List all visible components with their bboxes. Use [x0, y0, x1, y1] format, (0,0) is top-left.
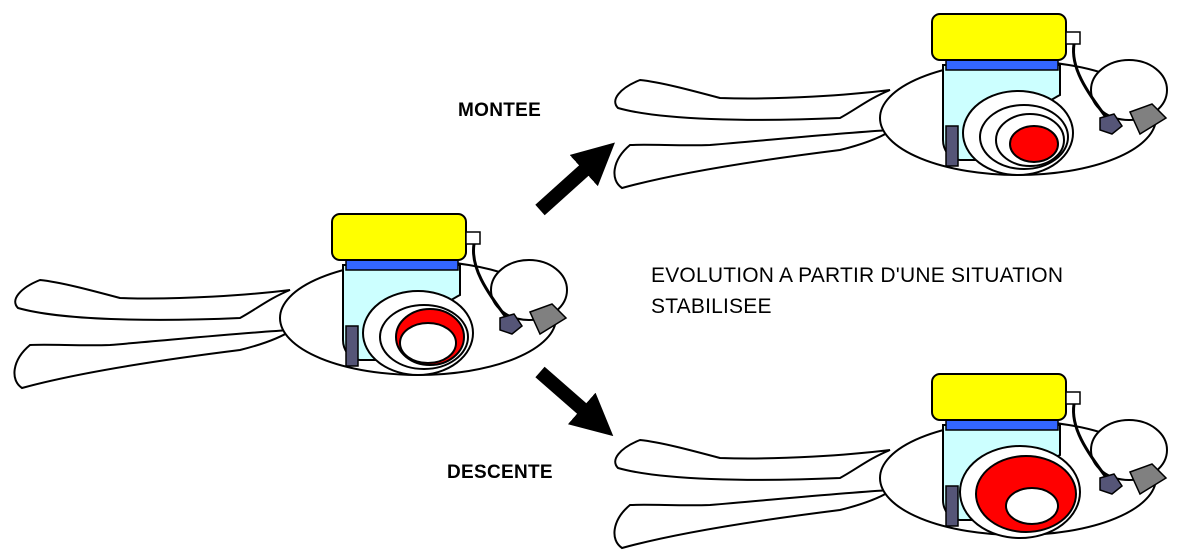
air-tank [332, 214, 466, 260]
weight-belt [346, 326, 358, 366]
caption-line-1: EVOLUTION A PARTIR D'UNE SITUATION [651, 261, 1063, 291]
lungs [963, 91, 1073, 175]
tank-valve [1066, 392, 1080, 404]
weight-belt [946, 486, 958, 526]
lungs [363, 291, 473, 375]
fins [614, 440, 892, 548]
lungs [960, 446, 1080, 538]
tank-valve [1066, 32, 1080, 44]
ascent-arrow [540, 165, 590, 210]
air-tank [932, 14, 1066, 60]
ascent-label: MONTEE [458, 100, 541, 122]
caption-line-2: STABILISEE [651, 292, 772, 322]
fins [614, 80, 892, 188]
descent-arrow [540, 372, 588, 414]
tank-valve [466, 232, 480, 244]
diver-descent [614, 374, 1167, 548]
fins [14, 280, 292, 388]
diver-stable [14, 214, 567, 388]
air-tank [932, 374, 1066, 420]
weight-belt [946, 126, 958, 166]
descent-label: DESCENTE [447, 462, 553, 484]
diver-ascent [614, 14, 1167, 188]
